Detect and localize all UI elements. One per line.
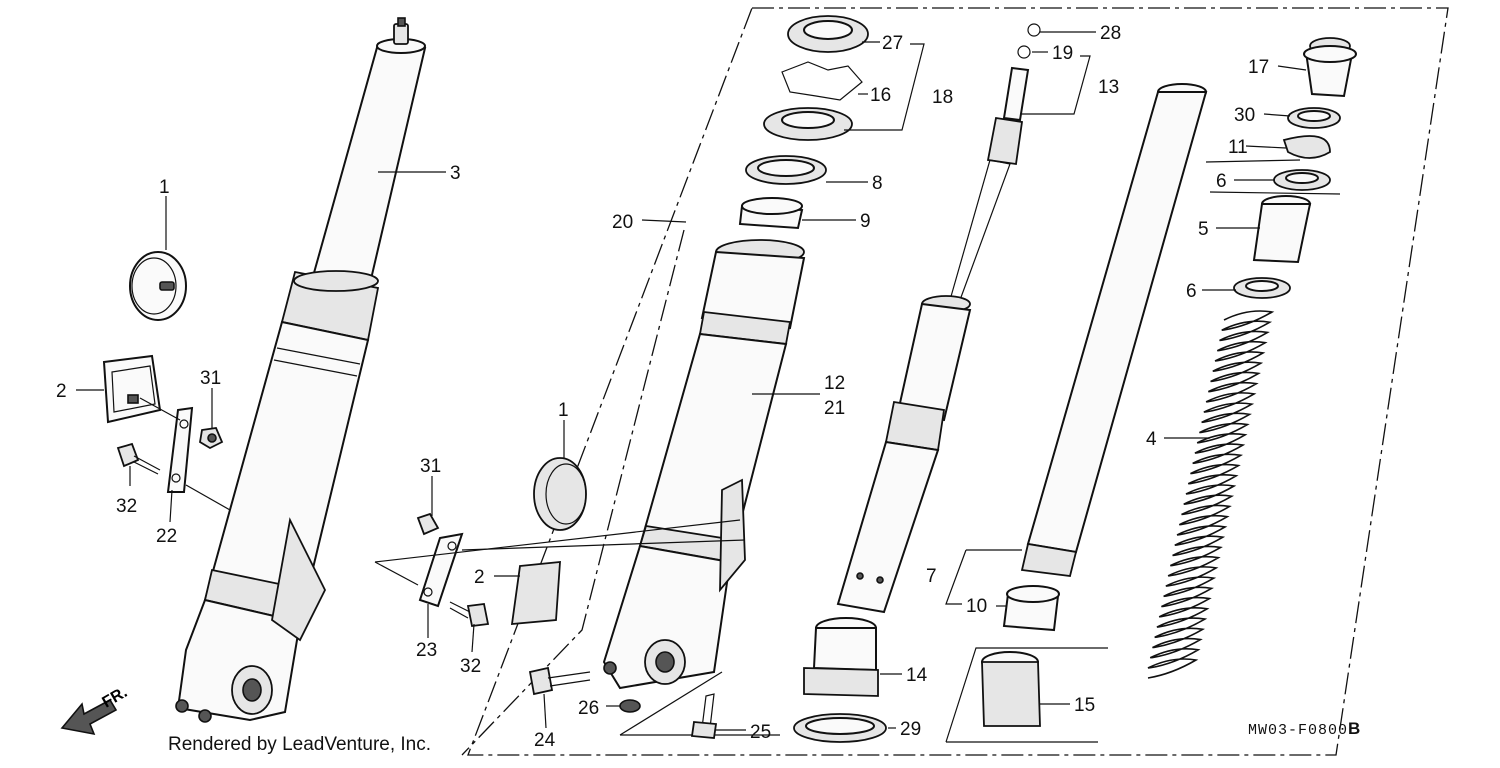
leader-lines: [76, 31, 1307, 731]
callout-31-middle: 31: [420, 456, 441, 477]
bushing-10: [1002, 585, 1060, 632]
bolt-middle: [449, 601, 490, 627]
callout-17: 17: [1248, 57, 1269, 78]
piece-15: [945, 647, 1108, 743]
reflector-middle: [510, 560, 561, 625]
callout-1-left: 1: [159, 177, 170, 198]
callout-22: 22: [156, 526, 177, 547]
ring-16: [781, 61, 863, 101]
bolt-left: [116, 442, 161, 475]
inner-tube: [1020, 83, 1208, 577]
bracket-middle: [374, 519, 746, 608]
callout-13: 13: [1098, 77, 1119, 98]
bolt-25: [690, 693, 718, 739]
callout-21: 21: [824, 398, 845, 419]
callout-30: 30: [1234, 105, 1255, 126]
o-ring-30: [1287, 107, 1341, 129]
callout-26: 26: [578, 698, 599, 719]
callout-20: 20: [612, 212, 633, 233]
callout-15: 15: [1074, 695, 1095, 716]
callout-32-left: 32: [116, 496, 137, 517]
fork-spring: [1147, 310, 1275, 679]
callout-25: 25: [750, 722, 771, 743]
nut-left: [199, 427, 224, 450]
callout-31-left: 31: [200, 368, 221, 389]
callout-5: 5: [1198, 219, 1209, 240]
callout-14: 14: [906, 665, 928, 686]
diagram-code-prefix: MW03-F0800: [1248, 722, 1349, 739]
nut-middle: [416, 512, 440, 536]
bushing-9: [738, 197, 804, 230]
render-credit: Rendered by LeadVenture, Inc.: [168, 734, 432, 755]
callout-7: 7: [926, 566, 937, 587]
front-direction-arrow: FR.: [60, 684, 130, 736]
stopper-11: [1205, 135, 1331, 163]
bracket-left: [139, 397, 231, 511]
ring-29: [793, 713, 887, 743]
callout-4: 4: [1146, 429, 1157, 450]
callout-23: 23: [416, 640, 437, 661]
bolt-cap-17: [1303, 37, 1357, 98]
callout-6-top: 6: [1216, 171, 1227, 192]
callout-24: 24: [534, 730, 556, 751]
callout-2-left: 2: [56, 381, 67, 402]
bolt-24: [528, 666, 591, 696]
reflector-left: [102, 354, 162, 424]
outer-slider: [602, 239, 806, 690]
callout-29: 29: [900, 719, 921, 740]
callout-32-middle: 32: [460, 656, 481, 677]
callout-3: 3: [450, 163, 461, 184]
callout-6-bottom: 6: [1186, 281, 1197, 302]
cap-disk-left: [129, 251, 187, 321]
callout-2-middle: 2: [474, 567, 485, 588]
callout-numbers: 1 2 31 32 22 3 31 2 23 32 24 26 25 1 20 …: [56, 23, 1269, 751]
callout-9: 9: [860, 211, 871, 232]
damper-rod: [836, 23, 1041, 614]
cap-disk-middle: [533, 457, 587, 531]
oil-seal-18: [763, 107, 853, 141]
callout-16: 16: [870, 85, 891, 106]
washer-6-top: [1209, 169, 1341, 195]
callout-27: 27: [882, 33, 903, 54]
washer-6-bottom: [1233, 277, 1291, 299]
callout-18: 18: [932, 87, 953, 108]
diagram-code-suffix: B: [1348, 719, 1362, 738]
callout-19: 19: [1052, 43, 1073, 64]
callout-11: 11: [1228, 137, 1248, 158]
washer-8: [745, 155, 827, 185]
piece-14: [803, 617, 879, 697]
callout-10: 10: [966, 596, 987, 617]
callout-28: 28: [1100, 23, 1121, 44]
callout-8: 8: [872, 173, 883, 194]
left-fork-assembly: [175, 17, 427, 723]
callout-1-middle: 1: [558, 400, 569, 421]
spacer-5: [1252, 195, 1312, 264]
callout-12: 12: [824, 373, 845, 394]
diagram-code: MW03-F0800B: [1248, 719, 1361, 739]
seal-27: [787, 15, 869, 53]
